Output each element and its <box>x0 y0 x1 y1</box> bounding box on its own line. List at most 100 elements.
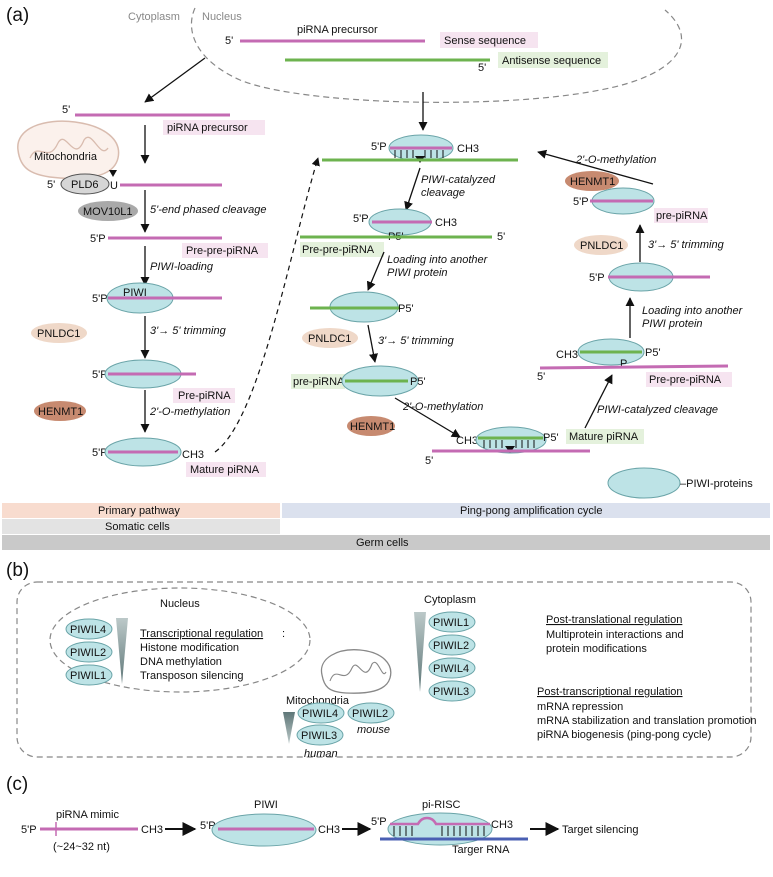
cytoplasm-protein: PIWIL3 <box>433 686 469 698</box>
c-mimic-5p: 5'P <box>21 824 37 836</box>
pp-r1-5prime: 5' <box>537 371 545 383</box>
mito-mouse-pill <box>347 702 395 724</box>
pp-cleavage-right: PIWI-catalyzed cleavage <box>597 404 718 416</box>
mature-label-1: Mature piRNA <box>190 464 260 476</box>
link-arrow-to-pingpong <box>214 157 320 453</box>
nucleus-label: Nucleus <box>202 11 242 23</box>
pp-cleavage-label-l1: PIWI-catalyzed <box>421 174 496 186</box>
cytoplasm-protein-pill <box>428 611 476 633</box>
piwi-loading-label: PIWI-loading <box>150 261 214 273</box>
c-piwi-ch3: CH3 <box>318 824 340 836</box>
nucleus-protein: PIWIL4 <box>70 624 106 636</box>
cytoplasm-protein: PIWIL2 <box>433 640 469 652</box>
c-risc-protein <box>387 812 493 846</box>
nucleus-ellipse <box>49 587 311 693</box>
pp-cleavage-label-l2: cleavage <box>421 187 465 199</box>
mito-human-pill <box>296 724 344 746</box>
pp-r3-5p: 5'P <box>573 196 589 208</box>
c-risc-5p: 5'P <box>371 816 387 828</box>
nucleus-protein-pill <box>65 664 113 686</box>
uridine-label: U <box>110 180 118 192</box>
henmt1-enzyme-2 <box>347 416 395 436</box>
henmt1-enzyme-1 <box>34 401 86 421</box>
nucleus-boundary <box>190 7 683 103</box>
cytoplasm-protein-pill <box>428 680 476 702</box>
prepirna-label-1: Pre-piRNA <box>178 390 231 402</box>
cell-boundary <box>16 581 752 758</box>
antisense-sequence-label: Antisense sequence <box>502 55 601 67</box>
pp-mature-label: Mature piRNA <box>569 431 639 443</box>
mito-mouse-protein: PIWIL2 <box>352 708 388 720</box>
export-arrow <box>144 57 206 103</box>
nucleus-expression-wedge <box>116 618 128 684</box>
human-label: human <box>304 748 338 760</box>
c-mimic-ch3: CH3 <box>141 824 163 836</box>
nucleus-protein-pill <box>65 641 113 663</box>
pnldc1-enzyme-1 <box>31 323 87 343</box>
pp-bottom-5prime: 5' <box>425 455 433 467</box>
pp-3-p5: P5' <box>398 303 414 315</box>
pp-2-ch3: CH3 <box>435 217 457 229</box>
nucleus-5prime: 5' <box>225 35 233 47</box>
transcriptional-item: Transposon silencing <box>140 670 244 682</box>
pp-loading-right-l2: PIWI protein <box>642 318 703 330</box>
pp-arrow-1 <box>404 167 421 211</box>
cytoplasm-label: Cytoplasm <box>128 11 180 23</box>
cytoplasm-protein-pill <box>428 634 476 656</box>
pp-trimming-right: 3'→ 5' trimming <box>648 239 725 251</box>
pld6-label: PLD6 <box>71 179 99 191</box>
target-rna-label: Targer RNA <box>452 844 510 856</box>
mature-ch3-1: CH3 <box>182 449 204 461</box>
prepre-label-1: Pre-pre-piRNA <box>186 245 259 257</box>
pp-top-ch3: CH3 <box>457 143 479 155</box>
henmt1-label-1: HENMT1 <box>38 406 83 418</box>
henmt1-label-2: HENMT1 <box>350 421 395 433</box>
primary-precursor-5prime: 5' <box>62 104 70 116</box>
pld6-enzyme <box>60 173 110 195</box>
target-silencing-label: Target silencing <box>562 824 638 836</box>
pp-bottom-p5: P5' <box>543 432 559 444</box>
pp-2-5prime: 5' <box>497 231 505 243</box>
prepre-5p: 5'P <box>90 233 106 245</box>
mitochondria-label: Mitochondria <box>34 151 98 163</box>
post-translational-title: Post-translational regulation <box>546 614 682 626</box>
methylation-label-1: 2'-O-methylation <box>149 406 230 418</box>
pnldc1-enzyme-2 <box>302 328 358 348</box>
legend-piwi-shape <box>607 467 681 499</box>
pp-loading-left-l2: PIWI protein <box>387 267 448 279</box>
c-risc-guide <box>390 816 490 826</box>
nucleus-precursor-label: piRNA precursor <box>297 24 378 36</box>
prepirna-5p: 5'P <box>92 369 108 381</box>
pnldc1-label-3: PNLDC1 <box>580 240 623 252</box>
pp-r2-5p: 5'P <box>589 272 605 284</box>
transcriptional-item: DNA methylation <box>140 656 222 668</box>
pp-arrow-3 <box>367 324 378 363</box>
pp-arrow-8 <box>537 149 654 185</box>
primary-pathway-bar <box>2 503 280 518</box>
pp-r1-p5: P5' <box>645 347 661 359</box>
cytoplasm-protein: PIWIL1 <box>433 617 469 629</box>
post-translational-item: protein modifications <box>546 643 647 655</box>
pp-methylation-right: 2'-O-methylation <box>575 154 656 166</box>
mature-5p: 5'P <box>92 447 108 459</box>
mito-human-protein: PIWIL3 <box>301 730 337 742</box>
transcriptional-title: Transcriptional regulation <box>140 628 263 640</box>
post-transcriptional-item: mRNA repression <box>537 701 623 713</box>
pp-r1-p: P <box>620 358 627 370</box>
primary-precursor-label: piRNA precursor <box>167 122 248 134</box>
post-transcriptional-item: mRNA stabilization and translation promo… <box>537 715 757 727</box>
c-piwi-label: PIWI <box>254 799 278 811</box>
post-translational-item: Multiprotein interactions and <box>546 629 684 641</box>
primary-pathway-label: Primary pathway <box>98 505 180 517</box>
pp-prepirna-label-right: pre-piRNA <box>656 210 708 222</box>
pp-prepre-label-right: Pre-pre-piRNA <box>649 374 722 386</box>
pp-arrow-2 <box>366 251 385 291</box>
pp-prepirna-label-left: pre-piRNA <box>293 376 345 388</box>
sense-sequence-label: Sense sequence <box>444 35 526 47</box>
cut-marker <box>109 170 117 177</box>
pp-r1-ch3: CH3 <box>556 349 578 361</box>
cytoplasm-protein: PIWIL4 <box>433 663 469 675</box>
pp-trimming-left: 3'→ 5' trimming <box>378 335 455 347</box>
c-mimic-length: (~24~32 nt) <box>53 841 110 853</box>
mouse-label: mouse <box>357 724 390 736</box>
